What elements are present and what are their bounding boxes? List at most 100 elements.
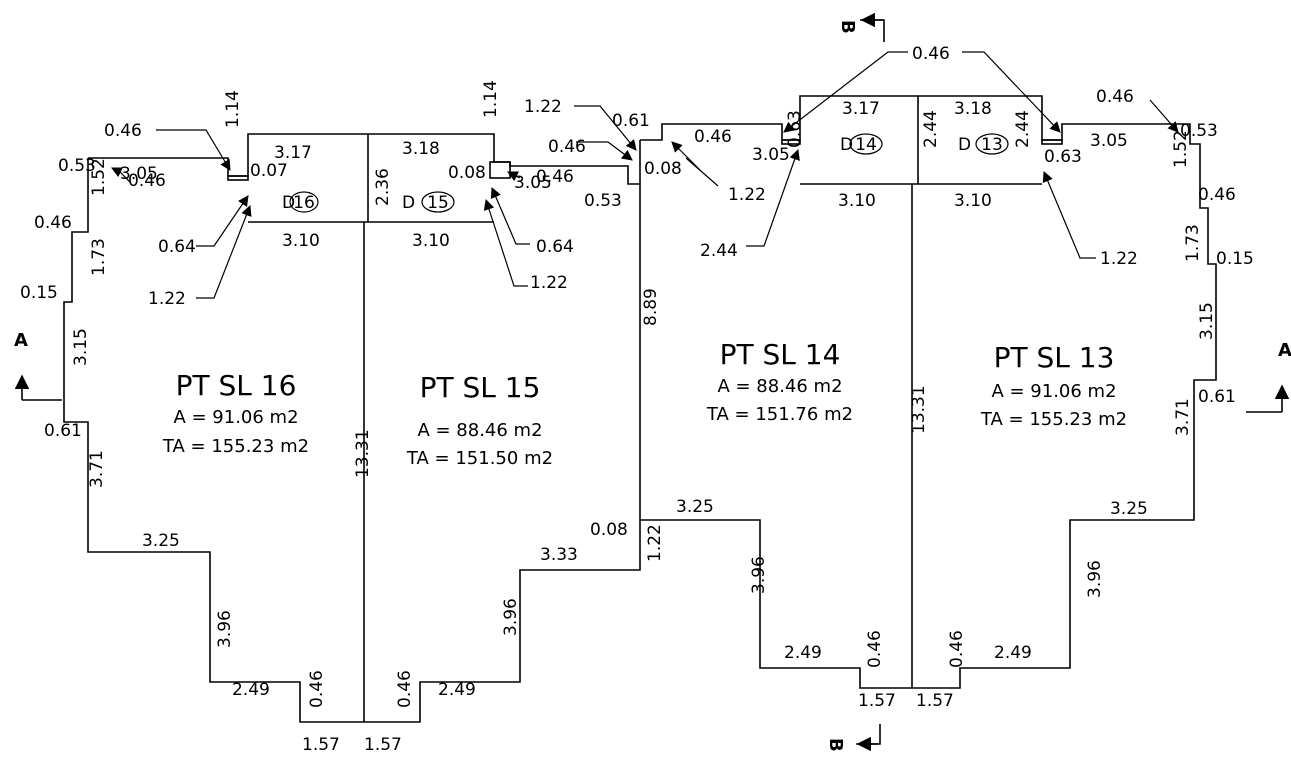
dimension-label: 0.08 — [590, 520, 628, 540]
door-label: D — [840, 135, 853, 155]
section-label-a-left: A — [14, 330, 28, 351]
section-marker-a-left: A — [14, 330, 62, 401]
door-label: D — [402, 193, 415, 213]
dimension-label: 2.49 — [232, 680, 270, 700]
section-label-b-bottom: B — [825, 738, 846, 752]
lot-area: A = 88.46 m2 — [417, 420, 542, 441]
dimension-label: 3.96 — [1085, 560, 1105, 598]
dimension-label: 3.71 — [1173, 398, 1193, 436]
lot-area: A = 91.06 m2 — [991, 381, 1116, 402]
dimension-label: 3.33 — [540, 545, 578, 565]
leader-lines — [111, 51, 1179, 299]
dimension-label: 0.46 — [307, 670, 327, 708]
dimension-label: 2.36 — [373, 168, 393, 206]
dimension-label: 0.46 — [395, 670, 415, 708]
dimension-label: 0.63 — [1044, 147, 1082, 167]
dimension-label: 3.18 — [954, 99, 992, 119]
dimension-label: 1.57 — [364, 735, 402, 755]
dimension-label: 0.53 — [58, 156, 96, 176]
dimension-label: 0.08 — [644, 159, 682, 179]
dimension-label: 3.05 — [752, 145, 790, 165]
dimension-label: 1.73 — [89, 238, 109, 276]
section-marker-a-right: A — [1246, 340, 1291, 413]
dimension-label: 0.61 — [44, 421, 82, 441]
lot-area: A = 88.46 m2 — [717, 376, 842, 397]
dimension-label: 1.57 — [302, 735, 340, 755]
dimension-label: 0.46 — [536, 167, 574, 187]
dimension-label: 3.18 — [402, 139, 440, 159]
section-marker-b-bottom: B — [825, 724, 881, 752]
dimension-label: 3.15 — [1197, 302, 1217, 340]
door-number-ellipse — [975, 133, 1009, 155]
dimension-label: 1.57 — [916, 691, 954, 711]
dimension-label: 3.25 — [1110, 499, 1148, 519]
section-label-b-top: B — [837, 20, 858, 34]
dimension-label: 3.17 — [274, 143, 312, 163]
dimension-label: 0.46 — [34, 213, 72, 233]
dimension-label: 3.25 — [142, 531, 180, 551]
dimension-label: 0.64 — [536, 237, 574, 257]
door-number: 13 — [981, 135, 1003, 155]
dimension-label: 0.15 — [20, 283, 58, 303]
dimension-label: 3.05 — [1090, 131, 1128, 151]
dimension-label: 3.96 — [749, 556, 769, 594]
dimension-label: 8.89 — [641, 288, 661, 326]
dimension-label: 1.52 — [1171, 130, 1191, 168]
right-building-outline — [639, 95, 1217, 689]
dimension-label: 2.44 — [1013, 110, 1033, 148]
dimension-label: 0.46 — [912, 44, 950, 64]
lot-total-area: TA = 151.76 m2 — [706, 404, 853, 425]
door-label: D — [958, 135, 971, 155]
dimension-label: 0.64 — [158, 237, 196, 257]
door-number-ellipse — [849, 133, 883, 155]
dimension-label: 0.46 — [1096, 87, 1134, 107]
lot-total-area: TA = 151.50 m2 — [406, 448, 553, 469]
dimension-label: 1.22 — [524, 97, 562, 117]
lot-sl13: PT SL 13 A = 91.06 m2 TA = 155.23 m2 D 1… — [958, 133, 1127, 430]
dimension-label: 3.71 — [87, 450, 107, 488]
dimension-label: 3.15 — [71, 328, 91, 366]
dimension-label: 1.22 — [1100, 249, 1138, 269]
door-number-ellipse — [421, 191, 455, 213]
lot-name: PT SL 13 — [994, 341, 1115, 374]
lot-total-area: TA = 155.23 m2 — [980, 409, 1127, 430]
dimension-label: 2.49 — [784, 643, 822, 663]
dimension-label: 3.25 — [676, 497, 714, 517]
dimension-label: 3.10 — [954, 191, 992, 211]
dimension-label: 0.53 — [1180, 121, 1218, 141]
dimension-label: 1.22 — [645, 524, 665, 562]
dimension-label: 0.07 — [250, 161, 288, 181]
dimension-label: 1.57 — [858, 691, 896, 711]
lot-name: PT SL 14 — [720, 338, 841, 371]
dimension-label: 0.46 — [865, 630, 885, 668]
dimension-label: 0.15 — [1216, 249, 1254, 269]
dimension-label: 0.46 — [947, 630, 967, 668]
dimension-label: 0.61 — [1198, 387, 1236, 407]
dimension-label: 3.17 — [842, 99, 880, 119]
door-number: 16 — [293, 193, 315, 213]
dimension-label: 1.14 — [223, 90, 243, 128]
dimension-label: 0.46 — [1198, 185, 1236, 205]
lot-sl15: PT SL 15 A = 88.46 m2 TA = 151.50 m2 D 1… — [402, 191, 553, 469]
door-number: 14 — [855, 135, 877, 155]
dimension-label: 0.46 — [104, 121, 142, 141]
dimension-label: 3.96 — [215, 610, 235, 648]
door-number: 15 — [427, 193, 449, 213]
dimension-label: 13.31 — [353, 429, 373, 478]
dimension-label: 0.53 — [584, 191, 622, 211]
dimension-label: 3.05 — [514, 173, 552, 193]
dimension-label: 1.52 — [89, 158, 109, 196]
dimension-label: 3.10 — [282, 231, 320, 251]
dimension-label: 0.63 — [785, 110, 805, 148]
dimension-label: 0.61 — [612, 111, 650, 131]
dimension-label: 1.22 — [728, 185, 766, 205]
door-number-ellipse — [289, 191, 319, 213]
dimension-label: 0.46 — [128, 171, 166, 191]
dimension-label: 0.08 — [448, 163, 486, 183]
dimension-label: 2.44 — [921, 110, 941, 148]
dimension-label: 2.49 — [994, 643, 1032, 663]
lot-sl14: PT SL 14 A = 88.46 m2 TA = 151.76 m2 D 1… — [706, 133, 883, 425]
dimension-label: 2.44 — [700, 241, 738, 261]
